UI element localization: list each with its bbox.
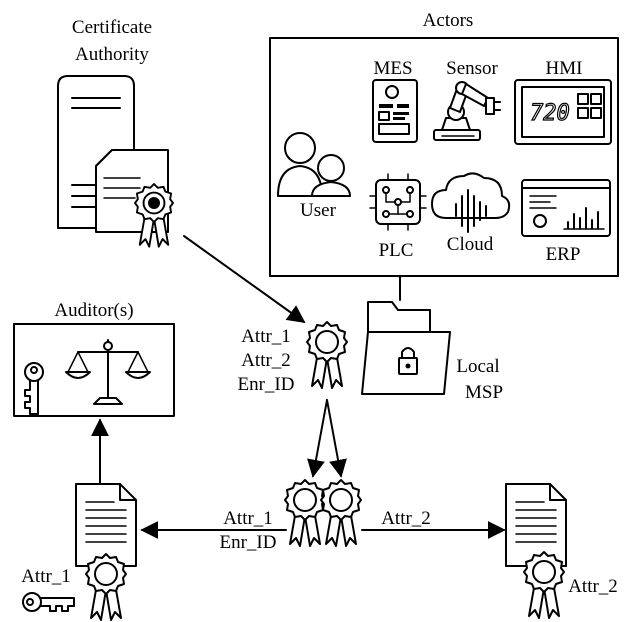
certificate-icon xyxy=(95,149,174,248)
scales-of-justice-icon xyxy=(65,339,151,405)
msp-label-line1: Local xyxy=(456,356,499,377)
split-arrow-left xyxy=(307,399,328,478)
robot-arm-sensor-icon xyxy=(433,81,501,141)
audit-key-icon xyxy=(24,362,44,415)
hmi-display-readout: 720 xyxy=(530,101,570,126)
actors-box xyxy=(269,37,619,277)
enrollment-enr-id: Enr_ID xyxy=(238,374,295,395)
certificate-authority: Certificate Authority xyxy=(57,17,174,248)
presented-attr2: Attr_2 xyxy=(381,508,431,529)
auditors-title: Auditor(s) xyxy=(54,300,133,321)
right-document-icon xyxy=(505,483,567,567)
actors-group: Actors MES Sensor H xyxy=(269,10,619,277)
auditors-box xyxy=(13,323,175,417)
presented-rosette-right-icon xyxy=(320,479,362,547)
folder-lock-icon xyxy=(361,301,451,395)
auditors: Auditor(s) xyxy=(13,300,175,417)
mes-label: MES xyxy=(373,58,412,79)
mes-icon xyxy=(372,79,418,143)
enrollment-attr2: Attr_2 xyxy=(241,350,291,371)
left-signed-document: Attr_1 xyxy=(21,418,137,621)
left-document-key-icon xyxy=(22,592,75,612)
cloud-icon xyxy=(431,172,511,233)
user-icon xyxy=(277,132,351,197)
erp-dashboard-icon xyxy=(521,179,611,237)
hmi-panel-icon: 720 xyxy=(514,79,612,145)
left-document-rosette-icon xyxy=(85,553,127,621)
ca-label-line1: Certificate xyxy=(72,17,152,38)
presented-rosette-left-icon xyxy=(284,479,326,547)
ca-label-line2: Authority xyxy=(75,44,149,65)
enrollment-certificate: Attr_1 Attr_2 Enr_ID xyxy=(238,321,348,395)
left-document-attr1: Attr_1 xyxy=(21,566,71,587)
actors-title: Actors xyxy=(423,10,474,31)
ca-to-certificate-arrow xyxy=(183,235,306,324)
hmi-label: HMI xyxy=(546,58,583,79)
right-document-rosette-icon xyxy=(523,551,565,619)
enrollment-attr1: Attr_1 xyxy=(241,326,291,347)
local-msp: Local MSP xyxy=(361,275,503,403)
enrollment-rosette-icon xyxy=(306,321,348,389)
presented-certificates: Attr_1 Enr_ID Attr_2 xyxy=(220,479,431,553)
erp-label: ERP xyxy=(546,244,581,265)
plc-label: PLC xyxy=(379,240,414,261)
presented-attr1: Attr_1 xyxy=(223,508,273,529)
user-label: User xyxy=(300,200,337,221)
cloud-label: Cloud xyxy=(447,234,494,255)
presented-enr-id: Enr_ID xyxy=(220,532,277,553)
plc-circuit-icon xyxy=(369,173,427,231)
right-document-attr2: Attr_2 xyxy=(568,576,618,597)
sensor-label: Sensor xyxy=(446,58,498,79)
split-arrow-right xyxy=(326,399,347,478)
msp-label-line2: MSP xyxy=(465,382,503,403)
right-signed-document: Attr_2 xyxy=(505,483,618,619)
